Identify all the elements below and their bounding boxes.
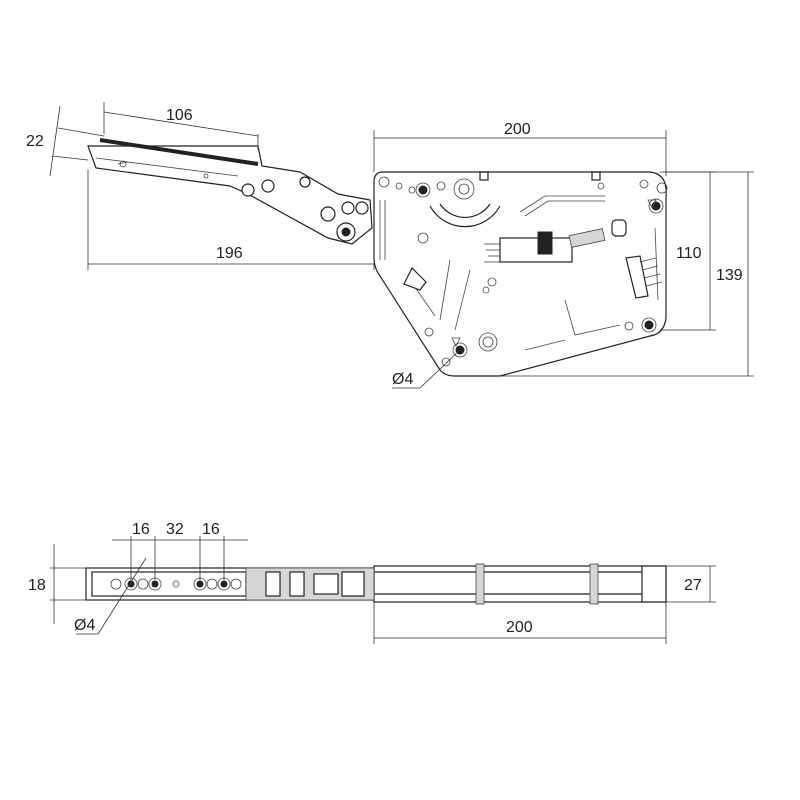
dimension-label: 200 [504,121,531,138]
side-body [373,563,667,605]
dimension-label: Ø4 [392,371,413,388]
dimension-label: 22 [26,133,44,150]
actuator [484,228,606,263]
dimension-label: 18 [28,577,46,594]
dimension-label: 16 [202,521,220,538]
dimension-height-inner: 110 [660,171,716,331]
top-view: 106 22 196 200 110 [26,102,754,389]
dimension-width-top: 200 [373,121,667,176]
dimension-label: 106 [166,107,193,124]
dimension-hole-top: Ø4 [392,349,461,389]
dimension-label: 110 [676,245,702,262]
dimension-body-height: 27 [666,565,716,603]
bottom-view: 16 32 16 18 27 200 Ø4 [28,521,716,644]
dimension-body-width: 200 [373,602,667,644]
dimension-label: 27 [684,577,702,594]
hinge-arm [87,138,373,245]
dimension-hole-spacing: 16 32 16 [112,521,248,580]
dimension-reach: 196 [87,170,375,270]
dimension-label: 200 [506,619,533,636]
adjustment-scale [625,255,663,299]
dimension-arm-offset: 22 [26,105,105,177]
dimension-hole-bottom: Ø4 [74,557,147,635]
side-arm [85,567,375,601]
dimension-label: 16 [132,521,150,538]
mechanism-plate [373,171,668,377]
dimension-arm-height: 18 [28,544,90,624]
dimension-height-outer: 139 [500,171,754,377]
dimension-arm-length: 106 [103,102,259,150]
dimension-label: 32 [166,521,184,538]
dimension-label: Ø4 [74,617,95,634]
dimension-label: 196 [216,245,243,262]
dimension-label: 139 [716,267,743,284]
